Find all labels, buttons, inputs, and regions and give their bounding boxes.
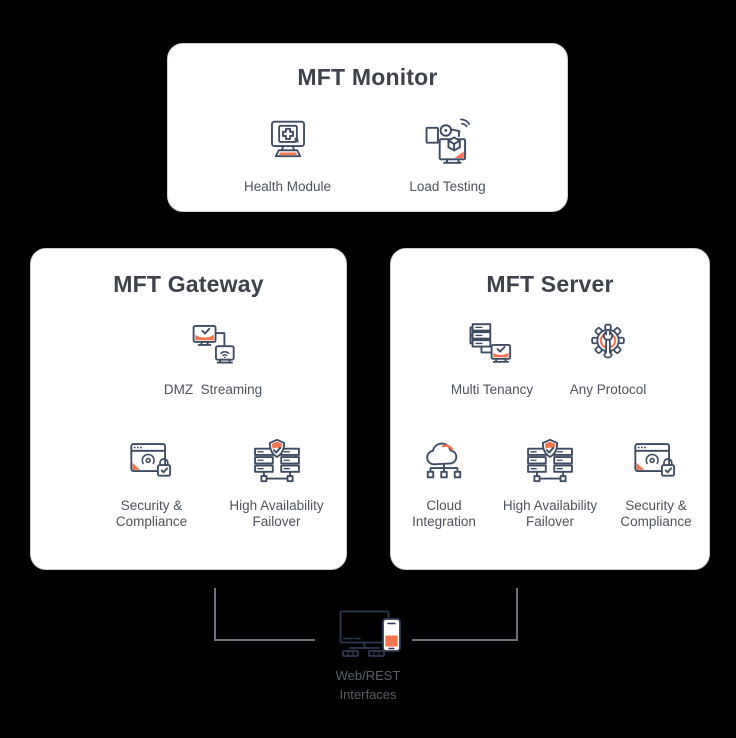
- feature-security-compliance: Security & Compliance: [89, 436, 214, 530]
- feature-label: Security & Compliance: [620, 498, 692, 529]
- web-rest-devices-icon: [338, 609, 406, 666]
- dmz-streaming-icon: [186, 320, 240, 374]
- feature-dmz-streaming: DMZ Streaming: [138, 320, 288, 398]
- cloud-integration-icon: [417, 436, 471, 490]
- health-module-icon: [261, 117, 315, 171]
- multi-tenancy-icon: [465, 320, 519, 374]
- security-compliance-icon: [125, 436, 179, 490]
- feature-label: Multi Tenancy: [450, 382, 534, 397]
- connector-right-horizontal-line: [412, 639, 518, 641]
- gateway-row-1: DMZ Streaming: [31, 320, 346, 398]
- connector-gateway-down-line: [214, 588, 216, 641]
- card-title-mft-monitor: MFT Monitor: [297, 64, 438, 90]
- load-testing-icon: [420, 117, 476, 171]
- feature-label: Any Protocol: [569, 382, 647, 397]
- feature-label: DMZ Streaming: [163, 382, 263, 397]
- feature-high-availability-failover: High Availability Failover: [497, 436, 603, 530]
- feature-load-testing: Load Testing: [368, 117, 528, 195]
- feature-multi-tenancy: Multi Tenancy: [434, 320, 550, 398]
- connector-server-down-line: [516, 588, 518, 641]
- card-mft-monitor: MFT Monitor Health Module Load Testing: [167, 43, 568, 212]
- card-title-mft-server: MFT Server: [486, 271, 614, 297]
- feature-label: High Availability Failover: [229, 498, 324, 529]
- web-rest-interfaces-label: Web/REST Interfaces: [335, 668, 401, 702]
- feature-label: Cloud Integration: [412, 498, 476, 529]
- feature-security-compliance: Security & Compliance: [603, 436, 709, 530]
- feature-health-module: Health Module: [208, 117, 368, 195]
- security-compliance-icon: [629, 436, 683, 490]
- card-mft-gateway: MFT Gateway DMZ Streaming Security & Com…: [30, 248, 347, 570]
- feature-high-availability-failover: High Availability Failover: [214, 436, 339, 530]
- feature-label: Security & Compliance: [115, 498, 188, 529]
- feature-label: High Availability Failover: [502, 498, 598, 529]
- server-row-2: Cloud Integration High Availability Fail…: [391, 436, 709, 530]
- feature-label: Health Module: [243, 179, 332, 194]
- feature-cloud-integration: Cloud Integration: [391, 436, 497, 530]
- high-availability-failover-icon: [250, 436, 304, 490]
- card-title-mft-gateway: MFT Gateway: [113, 271, 264, 297]
- server-row-1: Multi Tenancy Any Protocol: [391, 320, 709, 398]
- feature-label: Load Testing: [409, 179, 486, 194]
- any-protocol-icon: [582, 320, 634, 374]
- card-mft-server: MFT Server Multi Tenancy Any Protocol Cl…: [390, 248, 710, 570]
- high-availability-failover-icon: [523, 436, 577, 490]
- gateway-row-2: Security & Compliance High Availability …: [31, 436, 346, 530]
- feature-any-protocol: Any Protocol: [550, 320, 666, 398]
- connector-left-horizontal-line: [214, 639, 315, 641]
- monitor-items-row: Health Module Load Testing: [168, 117, 567, 195]
